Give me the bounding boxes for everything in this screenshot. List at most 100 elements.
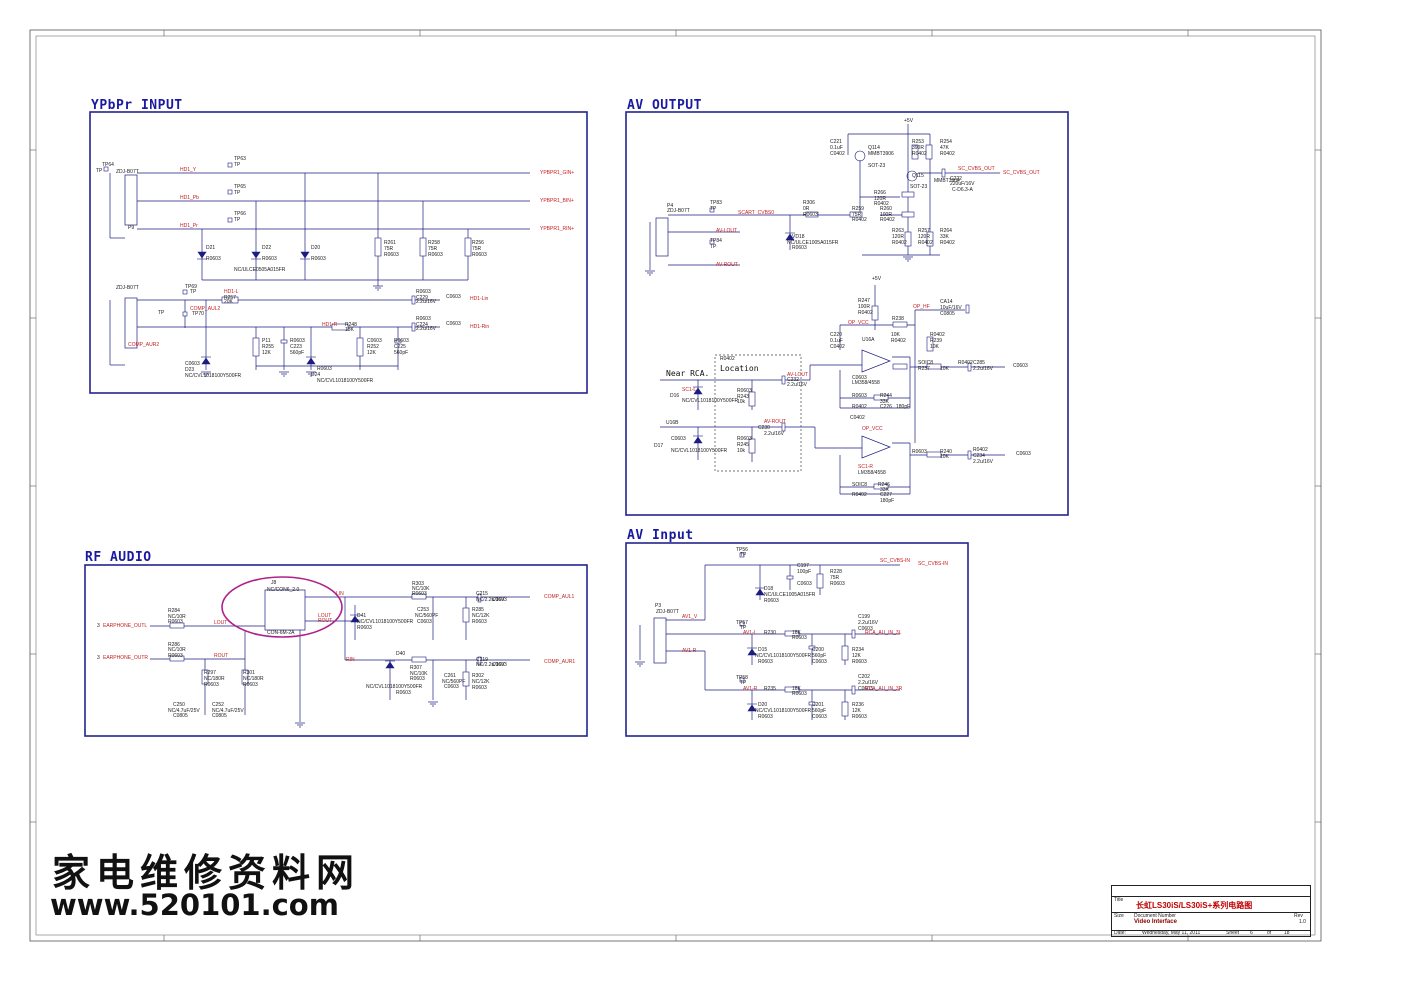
component-label: RCA_AU_IN_3R bbox=[865, 686, 903, 692]
component-label: 100R bbox=[880, 212, 892, 218]
component-label: TP63 bbox=[234, 156, 246, 162]
component-label: R0603 bbox=[472, 685, 487, 691]
component-label: C197 bbox=[797, 563, 809, 569]
component-label: P4 bbox=[667, 203, 673, 209]
component-label: C0603 bbox=[812, 659, 827, 665]
component-label: R0603 bbox=[168, 653, 183, 659]
component-label: 10K bbox=[930, 344, 940, 350]
component-label: D40 bbox=[396, 651, 405, 657]
component-label: R0603 bbox=[764, 598, 779, 604]
component-label: R0402 bbox=[852, 217, 867, 223]
component-label: TP56 bbox=[736, 547, 748, 553]
component-label: HD1-Rin bbox=[470, 324, 489, 330]
component-label: C0603 bbox=[858, 686, 873, 692]
component-label: 120R bbox=[918, 234, 930, 240]
component-label: R253 bbox=[912, 139, 924, 145]
component-label: 390R bbox=[912, 145, 924, 151]
component-label: C0603 bbox=[492, 662, 507, 668]
component-label: 75R bbox=[428, 246, 438, 252]
component-label: 3 bbox=[97, 655, 100, 661]
component-label: R0603 bbox=[428, 252, 443, 258]
component-label: R0402 bbox=[892, 240, 907, 246]
component-label: NC/CVL1018100Y500FR bbox=[755, 653, 812, 659]
component-label: OP_HF bbox=[913, 304, 930, 310]
frame-ticks bbox=[30, 30, 1321, 941]
component-label: R0402 bbox=[958, 360, 973, 366]
rf-audio-diodes bbox=[350, 614, 395, 669]
component-label: AV-ROUT bbox=[716, 262, 738, 268]
component-label: NC/10R bbox=[168, 647, 186, 653]
component-label: R302 bbox=[472, 673, 484, 679]
component-label: HD1_Y bbox=[180, 167, 197, 173]
component-label: C0603 bbox=[852, 375, 867, 381]
document-number-label: Document Number bbox=[1134, 913, 1176, 919]
component-label: 120R bbox=[874, 196, 886, 202]
component-label: C0603 bbox=[812, 714, 827, 720]
component-label: HD1-L bbox=[224, 289, 239, 295]
component-label: R0603 bbox=[472, 619, 487, 625]
rev-label: Rev bbox=[1294, 913, 1303, 919]
component-label: R297 bbox=[204, 670, 216, 676]
date-value: Wednesday, May 11, 2011 bbox=[1142, 930, 1201, 936]
component-label: ROUT bbox=[214, 653, 228, 659]
component-label: TP70 bbox=[192, 311, 204, 317]
component-label: LOUT bbox=[214, 620, 227, 626]
component-label: C0805 bbox=[212, 713, 227, 719]
component-label: R238 bbox=[892, 316, 904, 322]
component-label: C0603 bbox=[417, 619, 432, 625]
component-label: C0603 bbox=[858, 626, 873, 632]
component-label: R0603 bbox=[792, 635, 807, 641]
component-label: R301 bbox=[243, 670, 255, 676]
component-label: 560pF bbox=[290, 350, 304, 356]
component-label: SOT-23 bbox=[910, 184, 927, 190]
component-label: D20 bbox=[758, 702, 767, 708]
component-label: CON-6M-2A bbox=[267, 630, 295, 636]
component-label: R0603 bbox=[737, 388, 752, 394]
component-label: NC/560PF bbox=[415, 613, 438, 619]
component-label: TP bbox=[96, 168, 103, 174]
component-label: OP_VCC bbox=[848, 320, 869, 326]
component-label: R0402 bbox=[720, 356, 735, 362]
component-label: R303 bbox=[412, 581, 424, 587]
component-label: C0603 bbox=[797, 581, 812, 587]
component-label: TP bbox=[234, 217, 241, 223]
component-label: SC_CVBS_OUT bbox=[958, 166, 995, 172]
av-input-component-labels: TP56TPC197100pFC0603R22875RR0603SC_CVBS-… bbox=[655, 547, 948, 720]
location-box bbox=[714, 354, 802, 472]
av-input-box bbox=[625, 542, 969, 737]
component-label: 120R bbox=[892, 234, 904, 240]
component-label: R255 bbox=[262, 344, 274, 350]
component-label: R0603 bbox=[410, 676, 425, 682]
component-label: 10k bbox=[737, 399, 746, 405]
component-label: 12K bbox=[367, 350, 377, 356]
component-label: 18K bbox=[792, 686, 802, 692]
component-label: P9 bbox=[128, 225, 134, 231]
component-label: NC/10R bbox=[168, 614, 186, 620]
component-label: R0603 bbox=[803, 212, 818, 218]
av-output-component-labels: +5VC2210.1uFC0402Q114MMBT3906SOT-23R2533… bbox=[654, 118, 1040, 504]
component-label: LM358/4558 bbox=[852, 380, 880, 386]
ypbpr-wires bbox=[109, 172, 530, 370]
component-label: 2.2u/16V bbox=[973, 366, 994, 372]
component-label: R284 bbox=[168, 608, 180, 614]
component-label: R0603 bbox=[168, 619, 183, 625]
component-label: NC/ULCE1005A015FR bbox=[764, 592, 816, 598]
component-label: C229 bbox=[416, 295, 428, 301]
component-label: R0603 bbox=[912, 449, 927, 455]
component-label: TP83 bbox=[710, 200, 722, 206]
component-label: 2.2u/16V bbox=[416, 299, 437, 305]
sheet-total: 18 bbox=[1284, 930, 1290, 936]
component-label: R234 bbox=[852, 647, 864, 653]
component-label: YPBPR1_BIN+ bbox=[540, 198, 574, 204]
component-label: 180pF bbox=[896, 404, 910, 410]
component-label: TP57 bbox=[736, 620, 748, 626]
component-label: AV1-L bbox=[743, 630, 757, 636]
component-label: R237 bbox=[918, 366, 930, 372]
component-label: SC_CVBS-IN bbox=[918, 561, 948, 567]
component-label: SC1-L bbox=[682, 387, 696, 393]
component-label: R228 bbox=[830, 569, 842, 575]
component-label: 18K bbox=[345, 327, 355, 333]
component-label: D17 bbox=[654, 443, 663, 449]
component-label: R243 bbox=[737, 394, 749, 400]
